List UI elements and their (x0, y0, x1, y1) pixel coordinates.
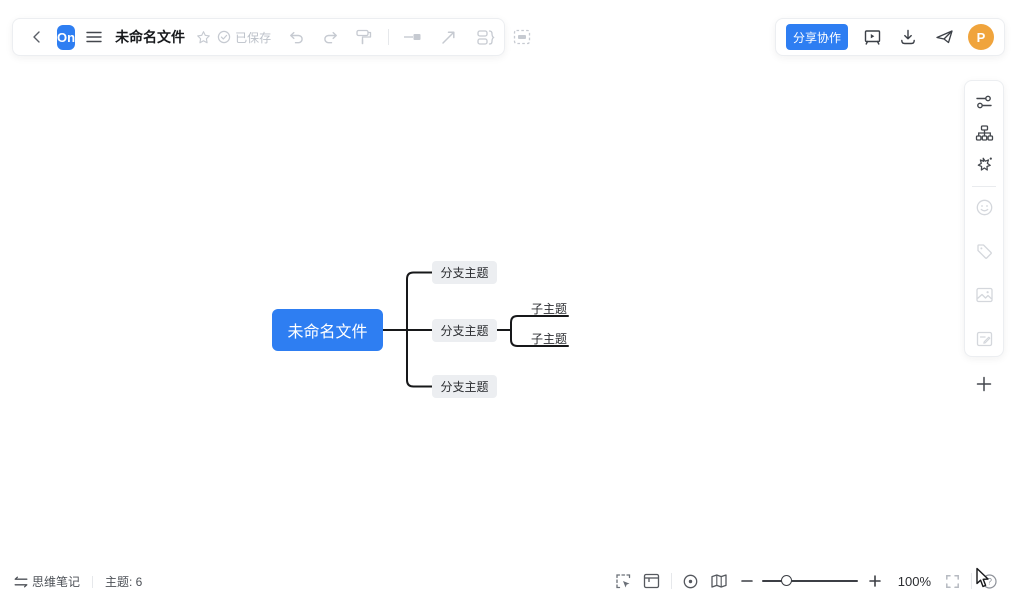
mindmap-subtopic-node[interactable]: 子主题 (531, 331, 568, 346)
download-button[interactable] (896, 25, 920, 49)
mind-notes-toggle[interactable]: 思维笔记 (14, 573, 80, 590)
help-icon: ? (981, 573, 997, 589)
boundary-icon (513, 29, 531, 45)
zoom-slider[interactable] (761, 575, 858, 586)
divider (670, 573, 672, 589)
right-sidebar (964, 80, 1004, 392)
boundary-button[interactable] (510, 25, 534, 49)
send-plane-icon (935, 30, 953, 44)
back-button[interactable] (25, 25, 49, 49)
topics-count: 主题: 6 (105, 575, 143, 589)
present-button[interactable] (860, 25, 884, 49)
mindmap-root-node[interactable]: 未命名文件 (272, 309, 383, 351)
download-icon (901, 29, 915, 45)
note-button[interactable] (972, 327, 996, 351)
image-icon (975, 287, 993, 303)
top-left-toolbar: On 未命名文件 已保存 (12, 18, 531, 56)
top-right-toolbar: 分享协作 P (775, 18, 1005, 56)
zoom-out-icon (740, 580, 753, 582)
relation-line-button[interactable] (400, 25, 424, 49)
mindmap-branch-node[interactable]: 分支主题 (432, 261, 497, 284)
divider (972, 186, 996, 187)
divider (92, 575, 94, 588)
zoom-out-button[interactable] (736, 570, 758, 592)
zoom-in-button[interactable] (864, 570, 886, 592)
arrow-button[interactable] (436, 25, 460, 49)
star-icon (196, 30, 210, 43)
document-title[interactable]: 未命名文件 (115, 29, 186, 45)
divider (388, 29, 390, 45)
format-painter-button[interactable] (352, 25, 376, 49)
note-icon (976, 331, 992, 347)
select-mode-icon (616, 573, 631, 588)
send-button[interactable] (932, 25, 956, 49)
tag-icon (976, 243, 992, 259)
back-icon (33, 31, 40, 43)
mindmap-branch-node[interactable]: 分支主题 (432, 375, 497, 398)
arrow-icon (441, 30, 455, 44)
mindmap-subtopic-node[interactable]: 子主题 (531, 301, 568, 316)
plus-icon (976, 376, 992, 392)
zoom-slider-knob[interactable] (780, 575, 792, 586)
favorite-button[interactable] (191, 25, 215, 49)
redo-icon (323, 31, 337, 43)
layout-panel-icon (644, 573, 660, 589)
zoom-level[interactable]: 100% (897, 573, 931, 589)
redo-button[interactable] (318, 25, 342, 49)
locate-button[interactable] (680, 570, 702, 592)
divider (971, 573, 972, 589)
layout-panel-button[interactable] (641, 570, 663, 592)
swap-icon (14, 576, 28, 587)
mindmap-branch-node[interactable]: 分支主题 (432, 318, 497, 342)
minimap-button[interactable] (708, 570, 730, 592)
help-button[interactable]: ? (978, 570, 1000, 592)
tag-button[interactable] (972, 239, 996, 263)
share-collaborate-button[interactable]: 分享协作 (786, 24, 848, 50)
menu-button[interactable] (82, 25, 106, 49)
app-logo[interactable]: On (57, 24, 76, 50)
structure-settings-icon (976, 95, 992, 109)
summary-icon (476, 29, 495, 45)
ai-beautify-button[interactable] (972, 152, 996, 176)
check-circle-icon (217, 30, 231, 44)
zoom-in-icon (868, 575, 881, 587)
undo-button[interactable] (284, 25, 308, 49)
layout-structure-icon (975, 125, 993, 141)
select-mode-button[interactable] (613, 570, 635, 592)
fullscreen-button[interactable] (941, 570, 963, 592)
format-painter-icon (356, 29, 372, 45)
add-element-button[interactable] (972, 372, 996, 396)
bottom-left-bar: 思维笔记 主题: 6 (14, 573, 142, 590)
presentation-icon (864, 30, 880, 45)
minimap-icon (711, 574, 727, 588)
emoji-button[interactable] (972, 195, 996, 219)
undo-icon (289, 31, 303, 43)
structure-settings-button[interactable] (972, 90, 996, 114)
fullscreen-icon (945, 574, 959, 588)
svg-text:?: ? (986, 576, 991, 586)
ai-beautify-icon (977, 157, 992, 171)
image-button[interactable] (972, 283, 996, 307)
relation-line-icon (403, 34, 421, 40)
zoom-slider-track[interactable] (761, 575, 858, 586)
bottom-right-bar: 100% ? (607, 570, 1000, 592)
save-status: 已保存 (217, 29, 271, 46)
layout-structure-button[interactable] (972, 121, 996, 145)
emoji-icon (976, 199, 992, 215)
menu-icon (86, 31, 102, 43)
summary-button[interactable] (473, 25, 497, 49)
user-avatar[interactable]: P (968, 24, 994, 50)
locate-icon (683, 574, 698, 588)
save-status-label: 已保存 (235, 30, 272, 45)
mind-notes-label: 思维笔记 (32, 575, 81, 589)
